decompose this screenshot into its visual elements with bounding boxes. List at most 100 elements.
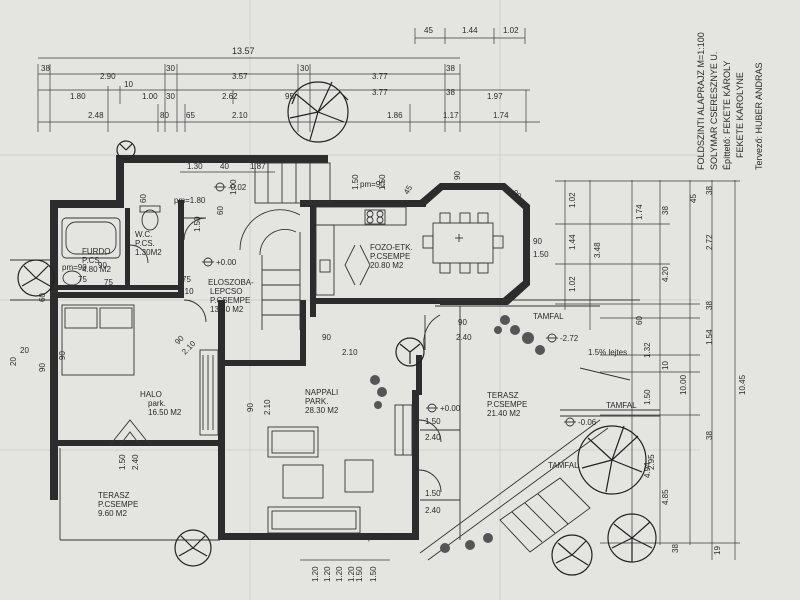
room-terasz-w-floor: P.CSEMPE <box>98 500 138 509</box>
dim-top-3h: 38 <box>446 88 455 97</box>
tree-south <box>551 534 593 576</box>
dim-top-2b: 2.90 <box>100 72 116 81</box>
note-pm-3: pm=90 <box>62 263 87 272</box>
dim-left-e: 90 <box>38 363 47 372</box>
room-halo-area: 16.50 M2 <box>148 408 182 417</box>
room-fozo-name: FOZO-ETK. <box>370 243 413 252</box>
title-line-1: FOLDSZINTI ALAPRAJZ M=1:100 <box>696 32 706 170</box>
room-eloszoba-stair: LEPCSO <box>210 287 242 296</box>
room-terasz-w-area: 9.60 M2 <box>98 509 127 518</box>
dim-top-3d: 30 <box>166 92 175 101</box>
level-marker-3: +0.00 <box>426 403 461 413</box>
room-terasz-w-name: TERASZ <box>98 491 130 500</box>
title-block: FOLDSZINTI ALAPRAJZ M=1:100 SOLYMAR CSER… <box>696 32 764 170</box>
title-line-5: Tervező: HUBER ANDRAS <box>754 62 764 170</box>
note-tamfal-1: TAMFAL <box>533 312 564 321</box>
dim-top-0c: 1.02 <box>503 26 519 35</box>
dim-inner-d: 1.00 <box>229 179 238 195</box>
dim-top-3e: 2.62 <box>222 92 238 101</box>
dim-p2i: 2.10 <box>263 399 272 415</box>
dim-r-c5a: 10.45 <box>738 374 747 395</box>
dim-p2b: 2.10 <box>342 348 358 357</box>
room-wc-area: 1.30M2 <box>135 248 162 257</box>
dim-r-c4g: 10.00 <box>679 374 688 395</box>
dim-bottom-f: 1.50 <box>369 566 378 582</box>
dim-top-4a: 2.48 <box>88 111 104 120</box>
note-pm-2: pm=90 <box>360 180 385 189</box>
dim-p3a: 1.50 <box>118 454 127 470</box>
level-marker-4: -2.72 <box>546 333 579 343</box>
room-fozo-area: 20.80 M2 <box>370 261 404 270</box>
dim-p2h: 2.40 <box>425 506 441 515</box>
dim-top-3f: 95 <box>285 92 294 101</box>
dim-p2e: 1.50 <box>425 417 441 426</box>
level-value-4: -2.72 <box>560 334 579 343</box>
dim-inner-h: 90 <box>453 171 462 180</box>
right-dimensions: 1.02 1.44 3.48 1.02 1.74 60 1.32 1.50 4.… <box>555 180 747 560</box>
dim-left-b: 20 <box>9 357 18 366</box>
dim-top-4g: 1.74 <box>493 111 509 120</box>
dim-bottom-a: 1.20 <box>311 566 320 582</box>
room-fozo-floor: P.CSEMPE <box>370 252 410 261</box>
dim-p1d: 75 <box>182 275 191 284</box>
dim-r-c4f: 38 <box>705 431 714 440</box>
dim-top-2g: 38 <box>446 64 455 73</box>
dim-r-c1b: 1.44 <box>568 234 577 250</box>
dim-r-c1a: 1.02 <box>568 192 577 208</box>
dim-r-c2a: 1.74 <box>635 204 644 220</box>
note-pm-4: pm=90 <box>368 533 393 542</box>
dim-r-c3a: 38 <box>661 206 670 215</box>
dim-r-c4c: 2.72 <box>705 234 714 250</box>
hedge-east <box>494 315 545 355</box>
title-line-2: SOLYMAR CSERESZNYE U. <box>709 52 719 170</box>
dim-bottom-c: 1.50 <box>355 566 364 582</box>
dim-top-2f: 3.77 <box>372 72 388 81</box>
dim-top-4b: 80 <box>160 111 169 120</box>
dim-inner-c: 1.87 <box>250 162 266 171</box>
dim-r-c3d: 4.85 <box>661 489 670 505</box>
dim-r-c4e: 1.54 <box>705 329 714 345</box>
dim-top-4e: 1.86 <box>387 111 403 120</box>
tree-southeast <box>607 513 657 563</box>
dim-r-c2b: 60 <box>635 316 644 325</box>
room-furdo-area: 4.80 M2 <box>82 265 111 274</box>
dim-inner-a: 1.30 <box>187 162 203 171</box>
dim-top-3c: 1.00 <box>142 92 158 101</box>
room-terasz-e-name: TERASZ <box>487 391 519 400</box>
room-wc-floor: P.CS. <box>135 239 155 248</box>
dim-top-3a: 1.80 <box>70 92 86 101</box>
dim-p1a: 90 <box>98 261 107 270</box>
dim-p3b: 2.40 <box>131 454 140 470</box>
shrub-patio <box>395 337 425 367</box>
dim-r-c2e: 4.94 <box>643 462 652 478</box>
note-lejtes: 1.5% lejtes <box>588 348 627 357</box>
level-marker-1: -0.02 <box>214 182 247 192</box>
note-pm-1: pm=1.80 <box>174 196 206 205</box>
dim-r-c2c: 1.32 <box>643 342 652 358</box>
room-eloszoba-floor: P.CSEMPE <box>210 296 250 305</box>
level-marker-2: +0.00 <box>202 257 237 267</box>
dim-r-c4h: 19 <box>713 546 722 555</box>
room-eloszoba-area: 13.30 M2 <box>210 305 244 314</box>
level-marker-5: -0.06 <box>564 417 597 427</box>
level-value-2: +0.00 <box>216 258 237 267</box>
tree-east <box>577 425 647 495</box>
room-halo-floor: park. <box>148 399 166 408</box>
dim-r-c3c: 10 <box>661 361 670 370</box>
note-tamfal-2: TAMFAL <box>606 401 637 410</box>
dim-left-d: 75 <box>78 275 87 284</box>
tree-northwest <box>17 259 55 297</box>
room-terasz-e-floor: P.CSEMPE <box>487 400 527 409</box>
dim-p2f: 2.40 <box>425 433 441 442</box>
top-dimensions: 45 1.44 1.02 13.57 38 2.90 30 3.57 30 <box>37 26 540 196</box>
dim-r-c1d: 1.02 <box>568 276 577 292</box>
dim-top-2e: 30 <box>300 64 309 73</box>
plan-dimensions: 90 60 75 75 2.10 1.50 60 90 2.10 90 2.40… <box>9 188 656 582</box>
dim-bottom-b: 1.20 <box>335 566 344 582</box>
dim-r-c1c: 3.48 <box>593 242 602 258</box>
dim-p4a: 90 <box>533 237 542 246</box>
dim-top-3g: 3.77 <box>372 88 388 97</box>
dim-top-2d: 3.57 <box>232 72 248 81</box>
room-halo-name: HALO <box>140 390 162 399</box>
